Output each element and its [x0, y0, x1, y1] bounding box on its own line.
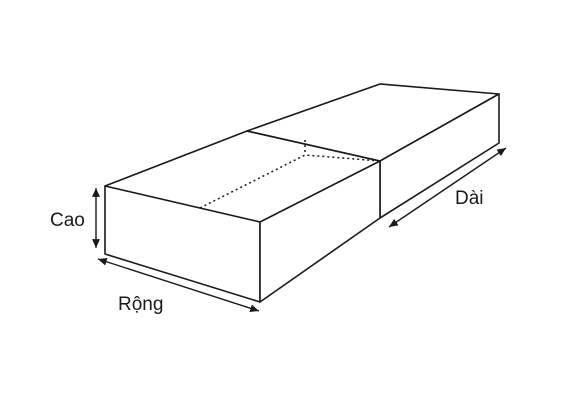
- width-arrow: [97, 257, 260, 313]
- length-dimension: Dài: [388, 147, 507, 228]
- width-label: Rộng: [118, 294, 163, 315]
- box-tray: [104, 130, 381, 303]
- width-dimension: Rộng: [97, 257, 260, 315]
- length-arrow: [388, 147, 507, 228]
- height-dimension: Cao: [50, 188, 100, 248]
- height-label: Cao: [50, 210, 85, 231]
- tray-front-face: [104, 185, 261, 303]
- tray-top-back-edge: [104, 130, 381, 187]
- length-label: Dài: [455, 188, 484, 209]
- tray-side-face: [259, 160, 381, 303]
